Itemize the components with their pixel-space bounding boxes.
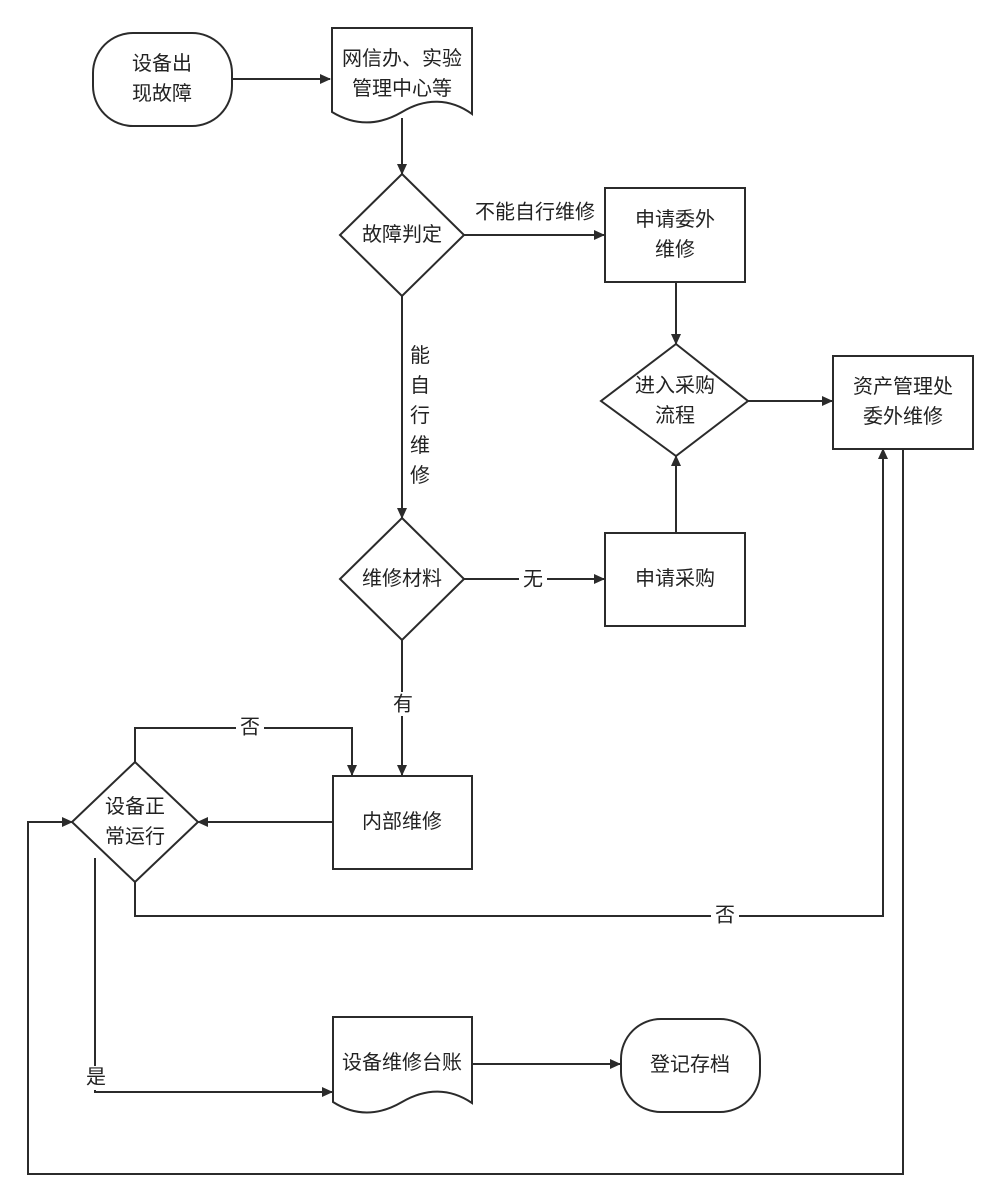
node-fault-judgement-text: 故障判定 <box>362 222 442 246</box>
edge-check-yes-to-ledger <box>94 858 333 1097</box>
node-running-check-text: 设备正常运行 <box>105 794 165 848</box>
node-asset-office: 资产管理处委外维修 <box>832 355 974 450</box>
label-no-top: 否 <box>240 715 260 739</box>
node-running-check: 设备正常运行 <box>70 760 200 884</box>
node-device-fault: 设备出现故障 <box>92 32 233 127</box>
label-cannot-self-repair: 不能自行维修 <box>475 200 595 224</box>
node-repair-materials: 维修材料 <box>338 516 466 642</box>
edge-labels: 不能自行维修 能自行维修 无 有 否 否 是 <box>84 200 739 1090</box>
label-have: 有 <box>393 692 413 716</box>
node-internal-repair: 内部维修 <box>332 775 473 870</box>
node-apply-purchase-text: 申请采购 <box>635 566 715 590</box>
node-repair-ledger: 设备维修台账 <box>332 1016 473 1114</box>
node-repair-ledger-text: 设备维修台账 <box>342 1050 462 1074</box>
node-repair-materials-text: 维修材料 <box>362 566 442 590</box>
edge-check-no-to-asset <box>134 448 888 917</box>
node-procurement-flow: 进入采购流程 <box>599 342 750 458</box>
node-asset-office-text: 资产管理处委外维修 <box>853 374 953 428</box>
label-can-self-repair: 能自行维修 <box>410 343 430 487</box>
node-procurement-flow-text: 进入采购流程 <box>635 373 715 427</box>
node-apply-purchase: 申请采购 <box>604 532 746 627</box>
label-no-bottom: 否 <box>715 903 735 927</box>
node-register-archive: 登记存档 <box>620 1018 761 1113</box>
node-report-text: 网信办、实验管理中心等 <box>342 46 462 100</box>
node-internal-repair-text: 内部维修 <box>362 809 442 833</box>
label-none: 无 <box>523 567 543 591</box>
node-device-fault-text: 设备出现故障 <box>132 51 192 105</box>
edge-asset-back-to-check <box>27 449 904 1175</box>
node-fault-judgement: 故障判定 <box>338 172 466 298</box>
edges <box>27 74 904 1175</box>
node-apply-outsource: 申请委外维修 <box>604 187 746 283</box>
label-yes: 是 <box>86 1065 106 1089</box>
node-apply-outsource-text: 申请委外维修 <box>635 207 715 261</box>
node-report-document: 网信办、实验管理中心等 <box>331 27 473 124</box>
node-register-archive-text: 登记存档 <box>650 1052 730 1076</box>
